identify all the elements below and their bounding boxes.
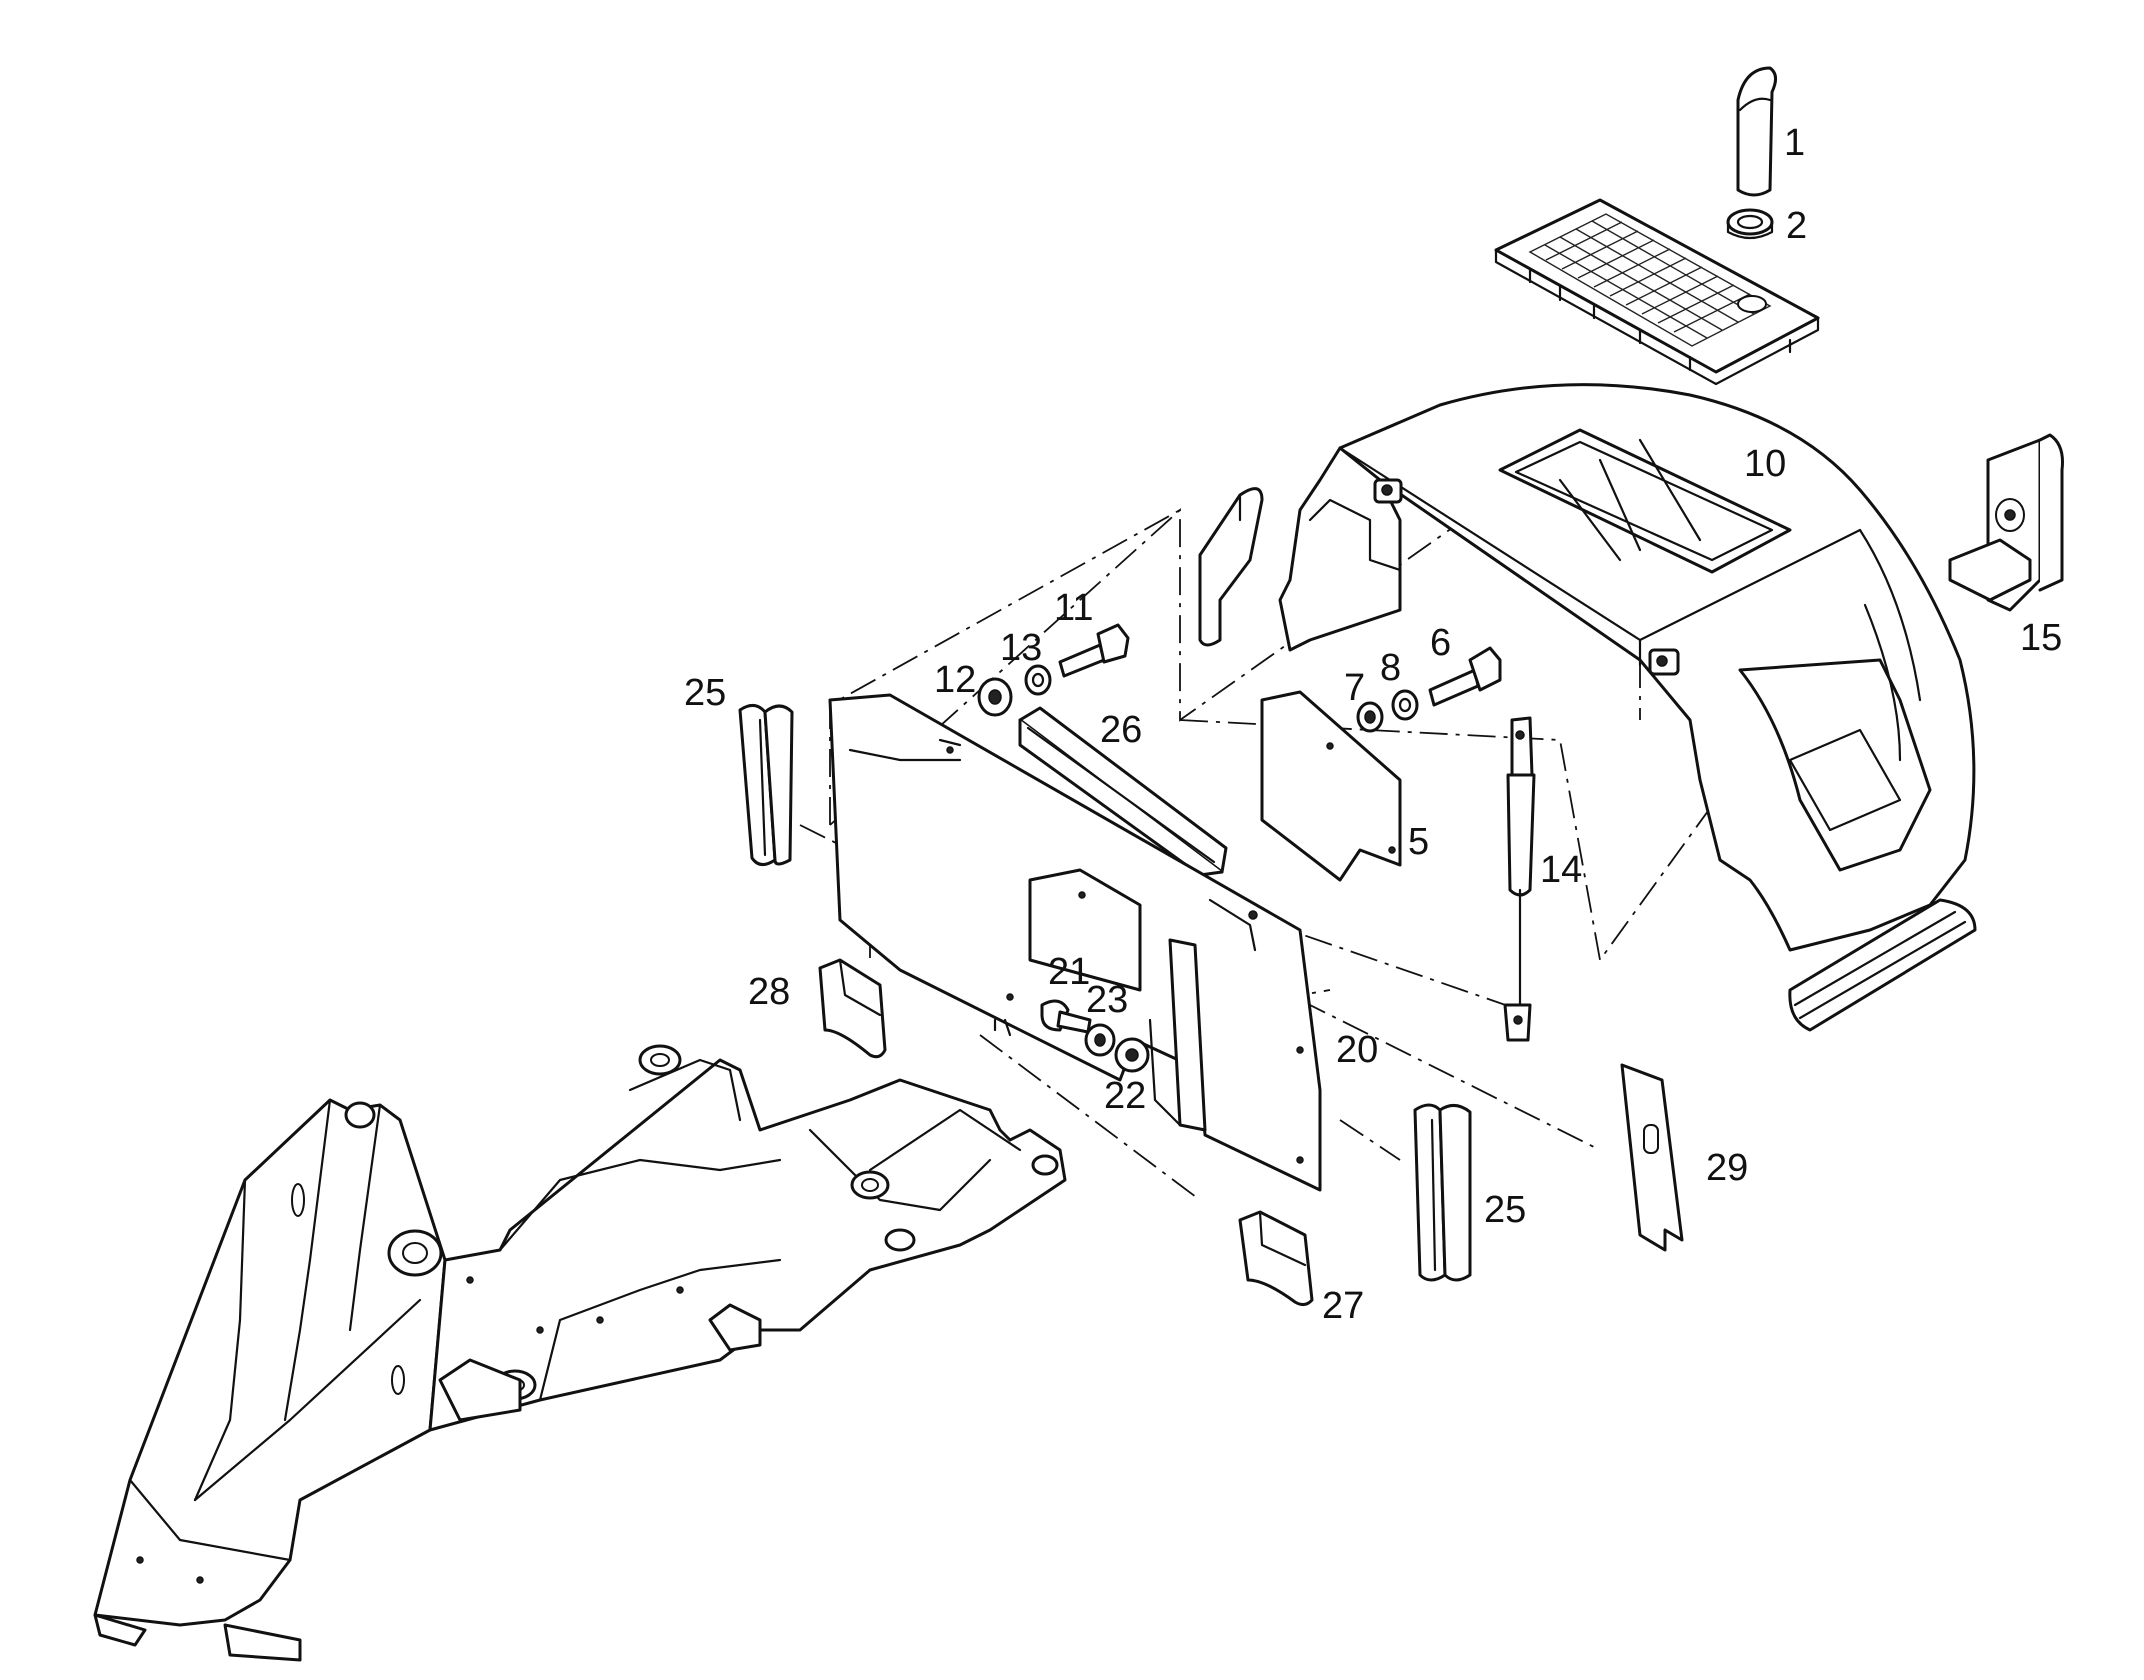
callout-2: 2: [1786, 205, 1807, 247]
callout-8: 8: [1380, 647, 1401, 689]
grille-plate: [1494, 198, 1820, 386]
callout-23: 23: [1086, 979, 1128, 1021]
rubber-seal-25-lower: [1413, 1103, 1472, 1282]
callout-6: 6: [1430, 622, 1451, 664]
callout-25-lower: 25: [1484, 1189, 1526, 1231]
callout-27: 27: [1322, 1285, 1364, 1327]
hood-seal-strip: [1788, 898, 1977, 1032]
callout-22: 22: [1104, 1075, 1146, 1117]
callout-5: 5: [1408, 821, 1429, 863]
inner-plate: [1028, 868, 1207, 1132]
callout-20: 20: [1336, 1029, 1378, 1071]
rubber-buffer-27: [1238, 1210, 1314, 1307]
pipe-clamp: [1726, 208, 1774, 240]
callout-12: 12: [934, 659, 976, 701]
bolt-set-lower: [1040, 999, 1150, 1073]
bolt-set-upper-left: [977, 623, 1130, 717]
rubber-buffer-28: [818, 958, 887, 1059]
rubber-seal-25-upper: [738, 704, 794, 866]
cover-plate-small: [1260, 690, 1402, 882]
gas-strut: [1503, 716, 1536, 1042]
callout-28: 28: [748, 971, 790, 1013]
callout-13: 13: [1000, 627, 1042, 669]
callout-7: 7: [1344, 667, 1365, 709]
callout-11: 11: [1054, 587, 1093, 629]
callout-29: 29: [1706, 1147, 1748, 1189]
callout-26: 26: [1100, 709, 1142, 751]
slotted-plate-29: [1620, 1063, 1684, 1252]
callout-labels: 1 2 10 15 11 13 12 25 26 6 8 7 5 14 28 2…: [684, 122, 2062, 1327]
hood-latch: [1948, 433, 2064, 612]
callout-10: 10: [1744, 443, 1786, 485]
callout-15: 15: [2020, 617, 2062, 659]
bolt-set-upper-right: [1356, 646, 1502, 733]
callout-25-upper: 25: [684, 672, 726, 714]
callout-14: 14: [1540, 849, 1582, 891]
callout-21: 21: [1048, 951, 1090, 993]
engine-hood: [1278, 383, 1976, 952]
seal-strip-26: [1018, 706, 1228, 877]
exhaust-pipe: [1736, 66, 1777, 197]
callout-1: 1: [1784, 122, 1805, 164]
main-chassis-frame: [93, 1044, 1067, 1662]
hood-bracket: [1198, 487, 1264, 647]
